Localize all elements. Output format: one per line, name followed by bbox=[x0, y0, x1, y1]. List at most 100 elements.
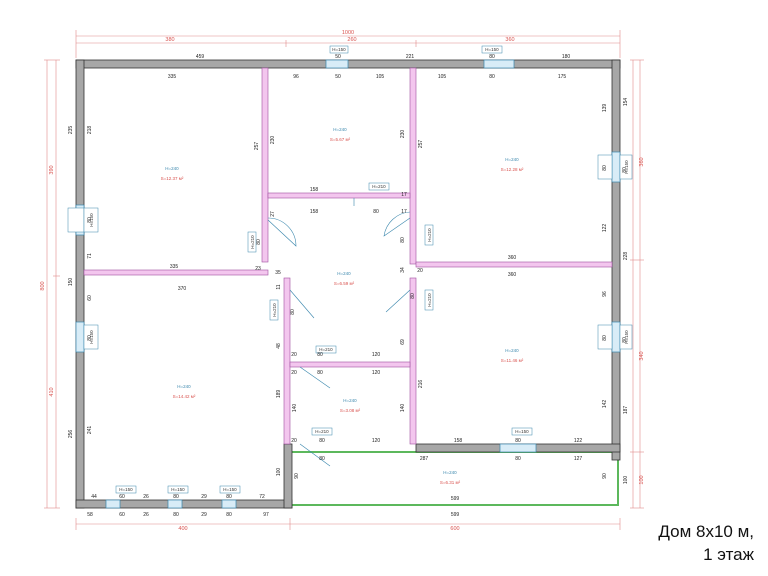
dim: 150 bbox=[68, 278, 74, 287]
dim: 80 bbox=[622, 337, 628, 343]
dim: 335 bbox=[170, 264, 179, 270]
dim: 90 bbox=[294, 473, 300, 479]
dim: 80 bbox=[319, 438, 325, 444]
dim: 48 bbox=[276, 343, 282, 349]
dim: 140 bbox=[400, 404, 406, 413]
dim: 139 bbox=[602, 104, 608, 113]
room-3-area: S=12.28 м² bbox=[501, 167, 524, 172]
dim: 335 bbox=[168, 74, 177, 80]
dim: 230 bbox=[400, 130, 406, 139]
dim: 20 bbox=[291, 370, 297, 376]
dim: 69 bbox=[400, 339, 406, 345]
dim: 105 bbox=[438, 74, 447, 80]
room-8-height: H=240 bbox=[443, 470, 457, 475]
dim-top-total: 1000 bbox=[342, 30, 354, 36]
window-bottom-2 bbox=[167, 499, 183, 509]
dim: 216 bbox=[418, 380, 424, 389]
tag-hall-top: H=210 bbox=[372, 184, 386, 189]
dim: 80 bbox=[602, 165, 608, 171]
inner-walls bbox=[83, 67, 613, 445]
dim: 80 bbox=[515, 456, 521, 462]
dim: 60 bbox=[119, 494, 125, 500]
dim: 50 bbox=[335, 54, 341, 60]
window-right-1 bbox=[611, 151, 621, 183]
dim: 256 bbox=[68, 430, 74, 439]
dim: 20 bbox=[291, 438, 297, 444]
dim: 60 bbox=[87, 295, 93, 301]
dim: 80 bbox=[173, 512, 179, 518]
tag-top-2: H=150 bbox=[485, 47, 499, 52]
dim: 20 bbox=[291, 352, 297, 358]
room-6-height: H=240 bbox=[177, 384, 191, 389]
tag-right-1: H=150 bbox=[624, 160, 629, 174]
dim: 158 bbox=[454, 438, 463, 444]
dim: 80 bbox=[515, 438, 521, 444]
room-2-height: H=240 bbox=[333, 127, 347, 132]
plan-caption: Дом 8х10 м, 1 этаж bbox=[658, 520, 754, 566]
dim: 120 bbox=[372, 438, 381, 444]
dim: 257 bbox=[418, 140, 424, 149]
tag-bottom-3: H=150 bbox=[223, 487, 237, 492]
caption-line-1: Дом 8х10 м, bbox=[658, 522, 754, 541]
room-1-height: H=240 bbox=[165, 166, 179, 171]
dim: 80 bbox=[602, 335, 608, 341]
dim: 80 bbox=[400, 237, 406, 243]
dim-right-bottom: 100 bbox=[639, 475, 645, 484]
dim: 140 bbox=[292, 404, 298, 413]
dim: 187 bbox=[623, 406, 629, 415]
dim: 100 bbox=[623, 476, 629, 485]
window-top-2 bbox=[483, 59, 515, 69]
dim: 360 bbox=[508, 272, 517, 278]
dim: 71 bbox=[87, 253, 93, 259]
window-height-tags: H=150 H=150 H=150 H=150 H=150 H=150 H=21… bbox=[89, 47, 629, 492]
dim: 80 bbox=[317, 370, 323, 376]
room-7-area: S=3.08 м² bbox=[340, 408, 361, 413]
dim: 20 bbox=[417, 268, 423, 274]
dim: 50 bbox=[335, 74, 341, 80]
window-left-2 bbox=[75, 321, 85, 353]
dim: 80 bbox=[622, 167, 628, 173]
window-bottom-3 bbox=[221, 499, 237, 509]
dim: 120 bbox=[372, 370, 381, 376]
dim: 127 bbox=[574, 456, 583, 462]
room-4-area: S=6.59 м² bbox=[334, 281, 355, 286]
dim: 80 bbox=[410, 293, 416, 299]
dim: 96 bbox=[293, 74, 299, 80]
dim-right-top: 360 bbox=[639, 157, 645, 166]
dim-top-right: 360 bbox=[505, 37, 514, 43]
dim: 599 bbox=[451, 496, 460, 502]
room-4-height: H=240 bbox=[337, 271, 351, 276]
dim: 221 bbox=[406, 54, 415, 60]
tag-door-2: H=210 bbox=[272, 303, 277, 317]
dim: 80 bbox=[256, 239, 262, 245]
window-top-1 bbox=[325, 59, 349, 69]
dim: 17 bbox=[401, 192, 407, 198]
dim: 58 bbox=[87, 512, 93, 518]
dim: 23 bbox=[255, 266, 261, 272]
dim: 122 bbox=[574, 438, 583, 444]
dim: 360 bbox=[508, 255, 517, 261]
room-6-area: S=14.42 м² bbox=[173, 394, 196, 399]
dim: 257 bbox=[254, 142, 260, 151]
dim: 122 bbox=[602, 224, 608, 233]
dim-top-mid: 260 bbox=[347, 37, 356, 43]
tag-door-1: H=210 bbox=[250, 235, 255, 249]
dim: 80 bbox=[373, 209, 379, 215]
dim: 72 bbox=[259, 494, 265, 500]
dim: 287 bbox=[420, 456, 429, 462]
dim: 80 bbox=[226, 494, 232, 500]
dim: 97 bbox=[263, 512, 269, 518]
room-3-height: H=240 bbox=[505, 157, 519, 162]
dim: 80 bbox=[319, 456, 325, 462]
dim: 44 bbox=[91, 494, 97, 500]
dim-left-bottom: 410 bbox=[49, 387, 55, 396]
dim: 80 bbox=[173, 494, 179, 500]
dim: 80 bbox=[489, 74, 495, 80]
tag-terrace: H=150 bbox=[515, 429, 529, 434]
dim-top-left: 380 bbox=[165, 37, 174, 43]
dim: 228 bbox=[623, 252, 629, 261]
dim: 80 bbox=[290, 309, 296, 315]
window-right-2 bbox=[611, 321, 621, 353]
dim: 96 bbox=[602, 291, 608, 297]
